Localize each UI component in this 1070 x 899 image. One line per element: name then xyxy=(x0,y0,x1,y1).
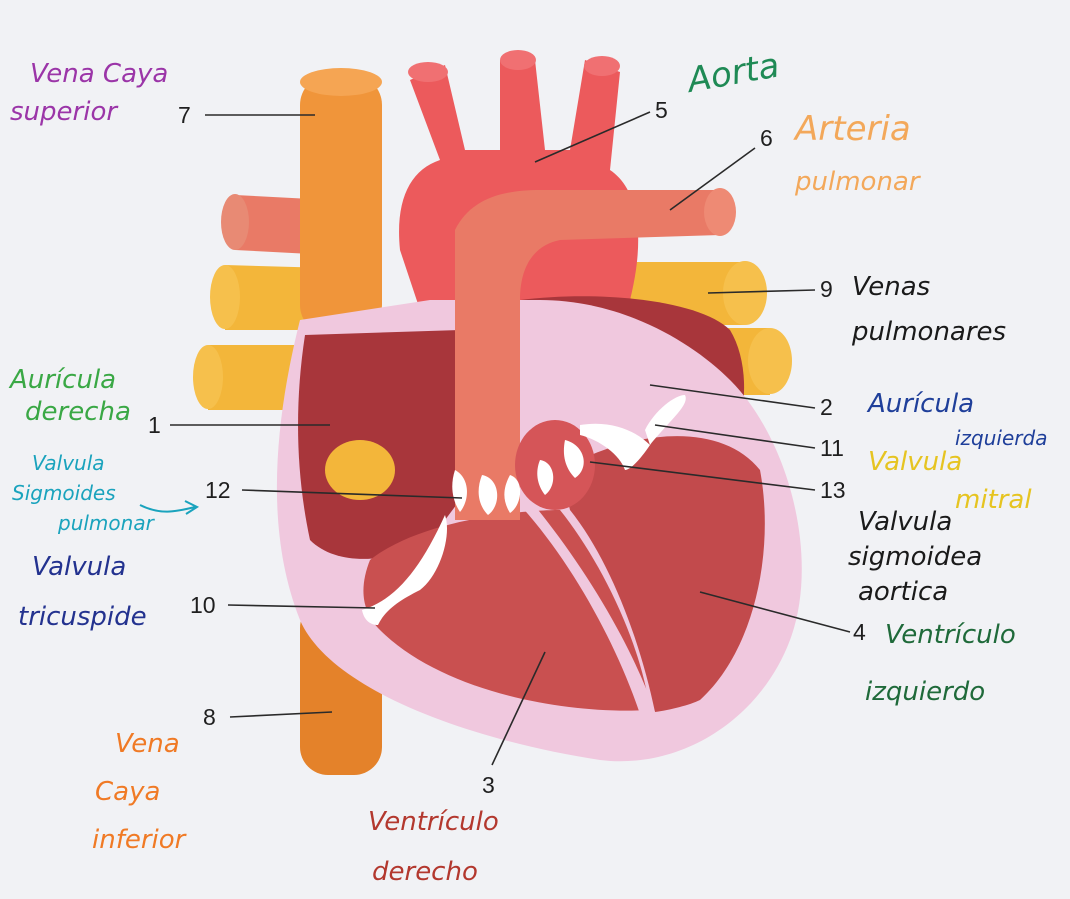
superior-vena-cava xyxy=(300,75,382,335)
annotation-pulmonary-valve-line1: Valvula xyxy=(32,451,105,475)
aorta-branch-2 xyxy=(500,50,536,70)
annotation-right-ventricle-line2: derecho xyxy=(372,857,478,887)
annotation-pulmonary-valve-line3: pulmonar xyxy=(57,511,156,535)
annotation-left-ventricle-line2: izquierdo xyxy=(865,677,985,707)
label-number-13: 13 xyxy=(820,477,846,503)
label-number-4: 4 xyxy=(853,619,866,645)
label-number-8: 8 xyxy=(203,704,216,730)
annotation-tricuspid-valve-line1: Valvula xyxy=(32,552,126,582)
annotation-right-atrium-line2: derecha xyxy=(25,397,131,427)
pulmonary-artery-left-end xyxy=(221,194,249,250)
annotation-left-atrium-line2: izquierda xyxy=(955,426,1047,450)
aorta-branch-1 xyxy=(408,62,448,82)
annotation-mitral-valve-line1: Valvula xyxy=(868,447,962,477)
aorta-branch-3 xyxy=(584,56,620,76)
label-number-11: 11 xyxy=(820,435,844,461)
annotation-aortic-valve-line2: sigmoidea xyxy=(848,542,982,572)
label-number-10: 10 xyxy=(190,592,216,618)
annotation-pulmonary-artery-line2: pulmonar xyxy=(794,167,922,197)
annotation-right-ventricle-line1: Ventrículo xyxy=(368,807,499,837)
pulmonary-vein-left-upper-end xyxy=(210,265,240,329)
annotation-pulmonary-veins-line2: pulmonares xyxy=(851,317,1006,347)
inferior-vena-cava-opening xyxy=(325,440,395,500)
label-number-12: 12 xyxy=(205,477,231,503)
label-number-6: 6 xyxy=(760,125,773,151)
annotation-aortic-valve-line3: aortica xyxy=(858,577,948,607)
annotation-mitral-valve-line2: mitral xyxy=(955,485,1032,515)
pulmonary-valve xyxy=(452,470,520,515)
right-atrium xyxy=(298,330,460,559)
annotation-left-ventricle-line1: Ventrículo xyxy=(885,620,1016,650)
annotation-pulmonary-veins-line1: Venas xyxy=(852,272,930,302)
annotation-right-atrium-line1: Aurícula xyxy=(8,365,116,395)
annotation-vena-cava-inferior-line1: Vena xyxy=(115,729,180,759)
label-number-9: 9 xyxy=(820,276,833,302)
superior-vena-cava-opening xyxy=(300,68,382,96)
annotation-vena-cava-superior-line1: Vena Caya xyxy=(30,59,168,89)
label-number-3: 3 xyxy=(482,772,495,798)
annotation-tricuspid-valve-line2: tricuspide xyxy=(18,602,147,632)
annotation-left-atrium-line1: Aurícula xyxy=(866,389,974,419)
annotation-pulmonary-artery-line1: Arteria xyxy=(793,109,911,149)
label-number-1: 1 xyxy=(148,412,161,438)
label-number-5: 5 xyxy=(655,97,668,123)
annotation-aorta: Aorta xyxy=(683,45,783,101)
label-number-2: 2 xyxy=(820,394,833,420)
label-number-7: 7 xyxy=(178,102,191,128)
annotation-vena-cava-superior-line2: superior xyxy=(10,97,119,127)
pulmonary-artery-right-end xyxy=(704,188,736,236)
pulmonary-vein-right-lower-end xyxy=(748,328,792,394)
pulmonary-vein-left-lower-end xyxy=(193,345,223,409)
annotation-aortic-valve-line1: Valvula xyxy=(858,507,952,537)
annotation-vena-cava-inferior-line2: Caya xyxy=(95,777,160,807)
annotation-pulmonary-valve-line2: Sigmoides xyxy=(12,481,116,505)
annotation-vena-cava-inferior-line3: inferior xyxy=(92,825,188,855)
